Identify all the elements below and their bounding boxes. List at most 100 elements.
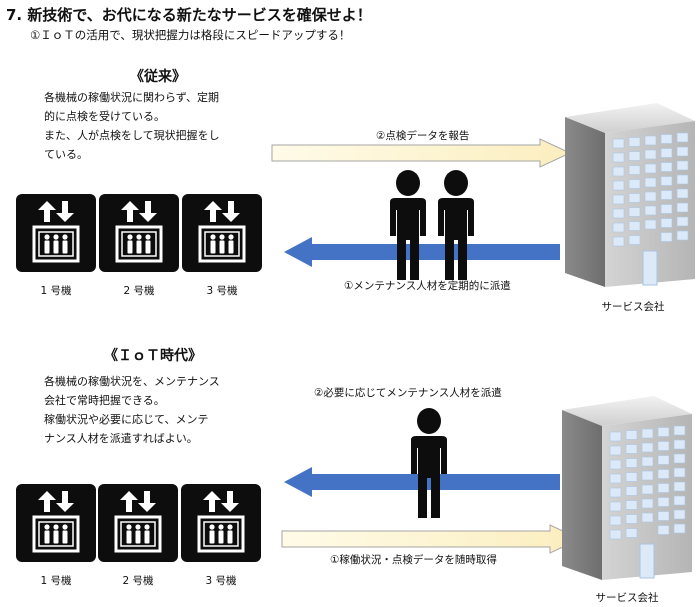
arrow-label-report: ②点検データを報告 (376, 130, 470, 142)
building-window (612, 194, 625, 205)
building-window (676, 216, 689, 227)
building-window (676, 188, 689, 199)
elevator-label: 1 号機 (40, 575, 72, 587)
building-window (660, 190, 673, 200)
building-window (609, 473, 622, 484)
building-window (673, 467, 686, 478)
arrow-dispatch-staff (284, 237, 560, 267)
building-window (660, 218, 673, 228)
building-window (625, 430, 638, 440)
elevator-icon (96, 482, 180, 564)
building-window (609, 431, 622, 442)
building-window (657, 455, 670, 465)
building-window (641, 456, 654, 467)
building-window (660, 148, 673, 158)
description-line: また、人が点検をして現状把握をし (44, 129, 220, 142)
building-window (612, 208, 625, 219)
building-window (609, 459, 622, 470)
person-icon (390, 170, 426, 280)
description-line: ている。 (44, 148, 88, 161)
elevator-icon (179, 482, 263, 564)
building-window (628, 179, 641, 189)
building-window (660, 162, 673, 172)
building-window (673, 425, 686, 436)
section-heading-conventional: 《従来》 (130, 69, 186, 85)
building-window (625, 472, 638, 482)
building-window (644, 163, 657, 174)
description-line: 稼働状況や必要に応じて、メンテ (44, 413, 209, 426)
building-window (660, 176, 673, 186)
building-window (628, 165, 641, 175)
building-window (657, 441, 670, 451)
building-window (660, 204, 673, 214)
building-window (609, 501, 622, 512)
building-window (612, 180, 625, 191)
building-window (673, 523, 686, 534)
building-window (625, 444, 638, 454)
elevator-label: 3 号機 (205, 575, 237, 587)
building-window (628, 221, 641, 231)
building-window (657, 497, 670, 507)
building-window (673, 495, 686, 506)
building-window (641, 442, 654, 453)
building-window (625, 528, 638, 538)
building-window (673, 481, 686, 492)
building-window (673, 509, 686, 520)
elevator-icon (97, 192, 181, 274)
building-window (625, 500, 638, 510)
building-window (644, 205, 657, 216)
building-window (609, 445, 622, 456)
building-window (612, 166, 625, 177)
section-heading-iot: 《ＩｏＴ時代》 (104, 348, 202, 364)
building-window (657, 483, 670, 493)
building-window (660, 134, 673, 144)
building-window (628, 151, 641, 161)
building-window (673, 439, 686, 450)
building-window (628, 235, 641, 245)
building-window (612, 152, 625, 163)
arrow-label-acquire: ①稼働状況・点検データを随時取得 (330, 554, 497, 566)
building-label: サービス会社 (601, 301, 665, 313)
building-window (673, 453, 686, 464)
building-window (660, 232, 673, 242)
arrow-report-data (271, 138, 572, 168)
building-window (644, 177, 657, 188)
building-window (628, 207, 641, 217)
building-label: サービス会社 (595, 592, 659, 604)
building-window (628, 193, 641, 203)
building-window (641, 470, 654, 481)
building-window (625, 458, 638, 468)
building-window (641, 512, 654, 523)
description-line: 各機械の稼働状況を、メンテナンス (44, 375, 220, 388)
building-window (644, 135, 657, 146)
elevator-label: 2 号機 (122, 575, 154, 587)
building-window (676, 174, 689, 185)
building-window (676, 132, 689, 143)
building-window (644, 219, 657, 230)
person-icon (411, 408, 447, 518)
arrow-label-dispatch: ①メンテナンス人材を定期的に派遣 (344, 280, 511, 292)
building-window (609, 515, 622, 526)
elevator-label: 3 号機 (206, 285, 238, 297)
building-window (676, 146, 689, 157)
arrow-acquire-data (281, 524, 582, 554)
page-subtitle: ①ＩｏＴの活用で、現状把握力は格段にスピードアップする！ (30, 28, 351, 42)
building-window (641, 484, 654, 495)
building-window (644, 191, 657, 202)
building-window (657, 511, 670, 521)
person-label-dispatch: ②必要に応じてメンテナンス人材を派遣 (314, 387, 502, 399)
description-line: 会社で常時把握できる。 (44, 394, 165, 407)
building-window (641, 498, 654, 509)
elevator-icon (14, 192, 98, 274)
building-window (657, 469, 670, 479)
description-line: 的に点検を受けている。 (44, 110, 165, 123)
building-window (625, 486, 638, 496)
building-window (641, 428, 654, 439)
building-icon (565, 103, 695, 287)
section-description: 各機械の稼働状況を、メンテナンス 会社で常時把握できる。 稼働状況や必要に応じて… (44, 372, 259, 448)
elevator-label: 1 号機 (40, 285, 72, 297)
building-window (612, 236, 625, 247)
elevator-icon (180, 192, 264, 274)
building-icon (562, 396, 692, 580)
